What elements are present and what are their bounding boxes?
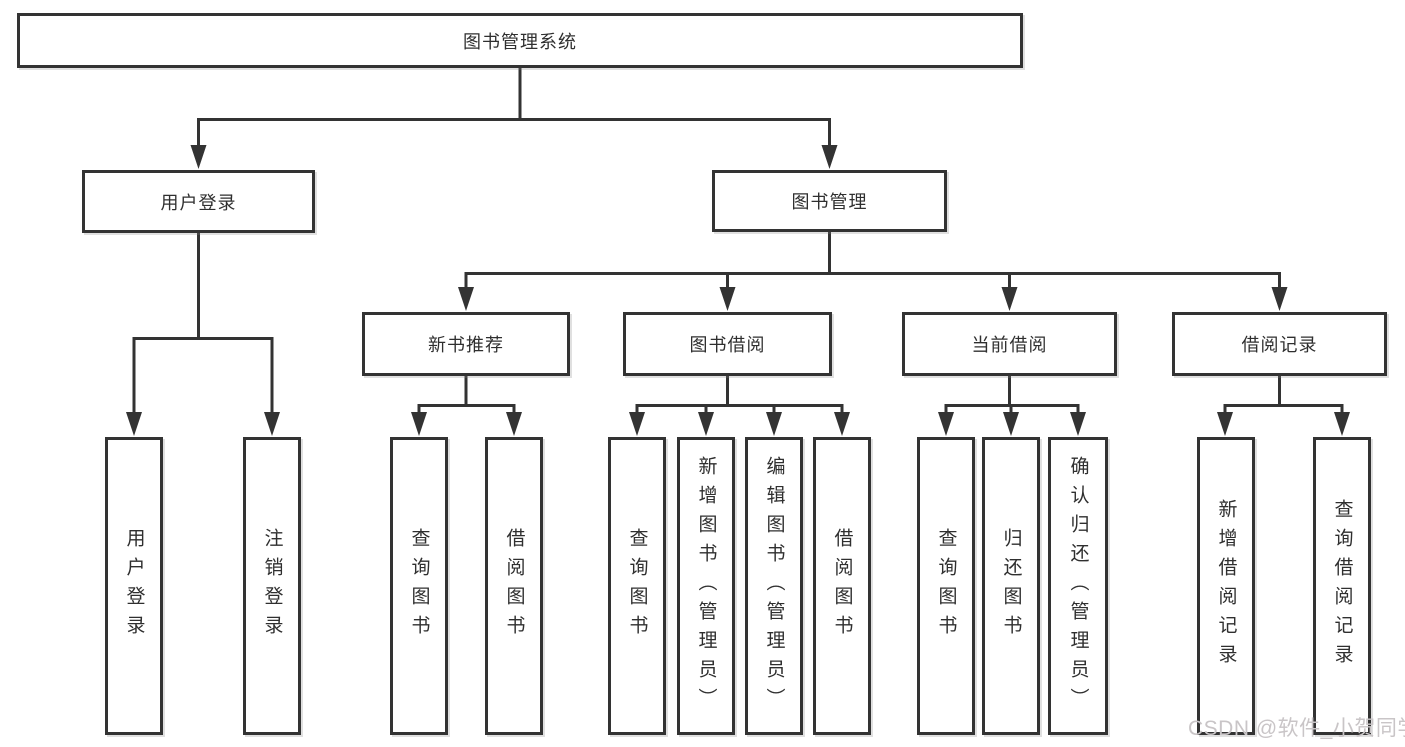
node-book-management: 图书管理: [712, 170, 947, 232]
current-borrowing-connector: [938, 376, 1086, 436]
node-book-borrowing-label: 图书借阅: [689, 335, 766, 355]
node-borrowing-records-label: 借阅记录: [1241, 335, 1318, 355]
leaf-return-book: 归还图书: [982, 437, 1040, 735]
node-root-label: 图书管理系统: [463, 31, 577, 52]
leaf-edit-book-admin-label: 编辑图书（管理员）: [763, 455, 785, 717]
book-borrowing-connector: [629, 376, 850, 436]
leaf-query-borrow-record: 查询借阅记录: [1313, 437, 1371, 735]
node-new-book-recommendation: 新书推荐: [362, 312, 570, 376]
leaf-borrow-book-recommend: 借阅图书: [485, 437, 543, 735]
leaf-user-login: 用户登录: [105, 437, 163, 735]
leaf-borrow-book-label: 借阅图书: [831, 528, 853, 644]
node-user-login: 用户登录: [82, 170, 315, 233]
leaf-query-book-recommend-label: 查询图书: [408, 528, 430, 644]
leaf-query-borrow-record-label: 查询借阅记录: [1331, 499, 1353, 673]
node-current-borrowing-label: 当前借阅: [971, 335, 1048, 355]
leaf-query-book-current-label: 查询图书: [935, 528, 957, 644]
leaf-add-book-admin-label: 新增图书（管理员）: [695, 455, 717, 717]
leaf-return-book-label: 归还图书: [1000, 528, 1022, 644]
user-login-branch-connector: [126, 233, 280, 436]
node-current-borrowing: 当前借阅: [902, 312, 1117, 376]
node-root: 图书管理系统: [17, 13, 1023, 68]
book-mgmt-branch-connector: [458, 232, 1288, 311]
leaf-confirm-return-admin: 确认归还（管理员）: [1048, 437, 1108, 735]
node-new-book-recommendation-label: 新书推荐: [428, 335, 504, 355]
node-book-management-label: 图书管理: [791, 192, 868, 212]
leaf-add-book-admin: 新增图书（管理员）: [677, 437, 735, 735]
borrowing-records-connector: [1217, 376, 1350, 436]
new-book-recommend-connector: [411, 376, 522, 436]
leaf-query-book-current: 查询图书: [917, 437, 975, 735]
leaf-logout: 注销登录: [243, 437, 301, 735]
leaf-query-book-borrowing: 查询图书: [608, 437, 666, 735]
node-book-borrowing: 图书借阅: [623, 312, 832, 376]
leaf-borrow-book: 借阅图书: [813, 437, 871, 735]
node-borrowing-records: 借阅记录: [1172, 312, 1387, 376]
leaf-add-borrow-record-label: 新增借阅记录: [1215, 499, 1237, 673]
leaf-user-login-label: 用户登录: [123, 528, 145, 644]
node-user-login-label: 用户登录: [160, 192, 237, 213]
leaf-query-book-recommend: 查询图书: [390, 437, 448, 735]
leaf-add-borrow-record: 新增借阅记录: [1197, 437, 1255, 735]
leaf-edit-book-admin: 编辑图书（管理员）: [745, 437, 803, 735]
root-branch-connector: [190, 67, 838, 169]
leaf-logout-label: 注销登录: [261, 528, 283, 644]
leaf-query-book-borrowing-label: 查询图书: [626, 528, 648, 644]
csdn-watermark: CSDN @软件_小贺同学: [1188, 717, 1405, 740]
leaf-confirm-return-admin-label: 确认归还（管理员）: [1067, 455, 1089, 717]
leaf-borrow-book-recommend-label: 借阅图书: [503, 528, 525, 644]
